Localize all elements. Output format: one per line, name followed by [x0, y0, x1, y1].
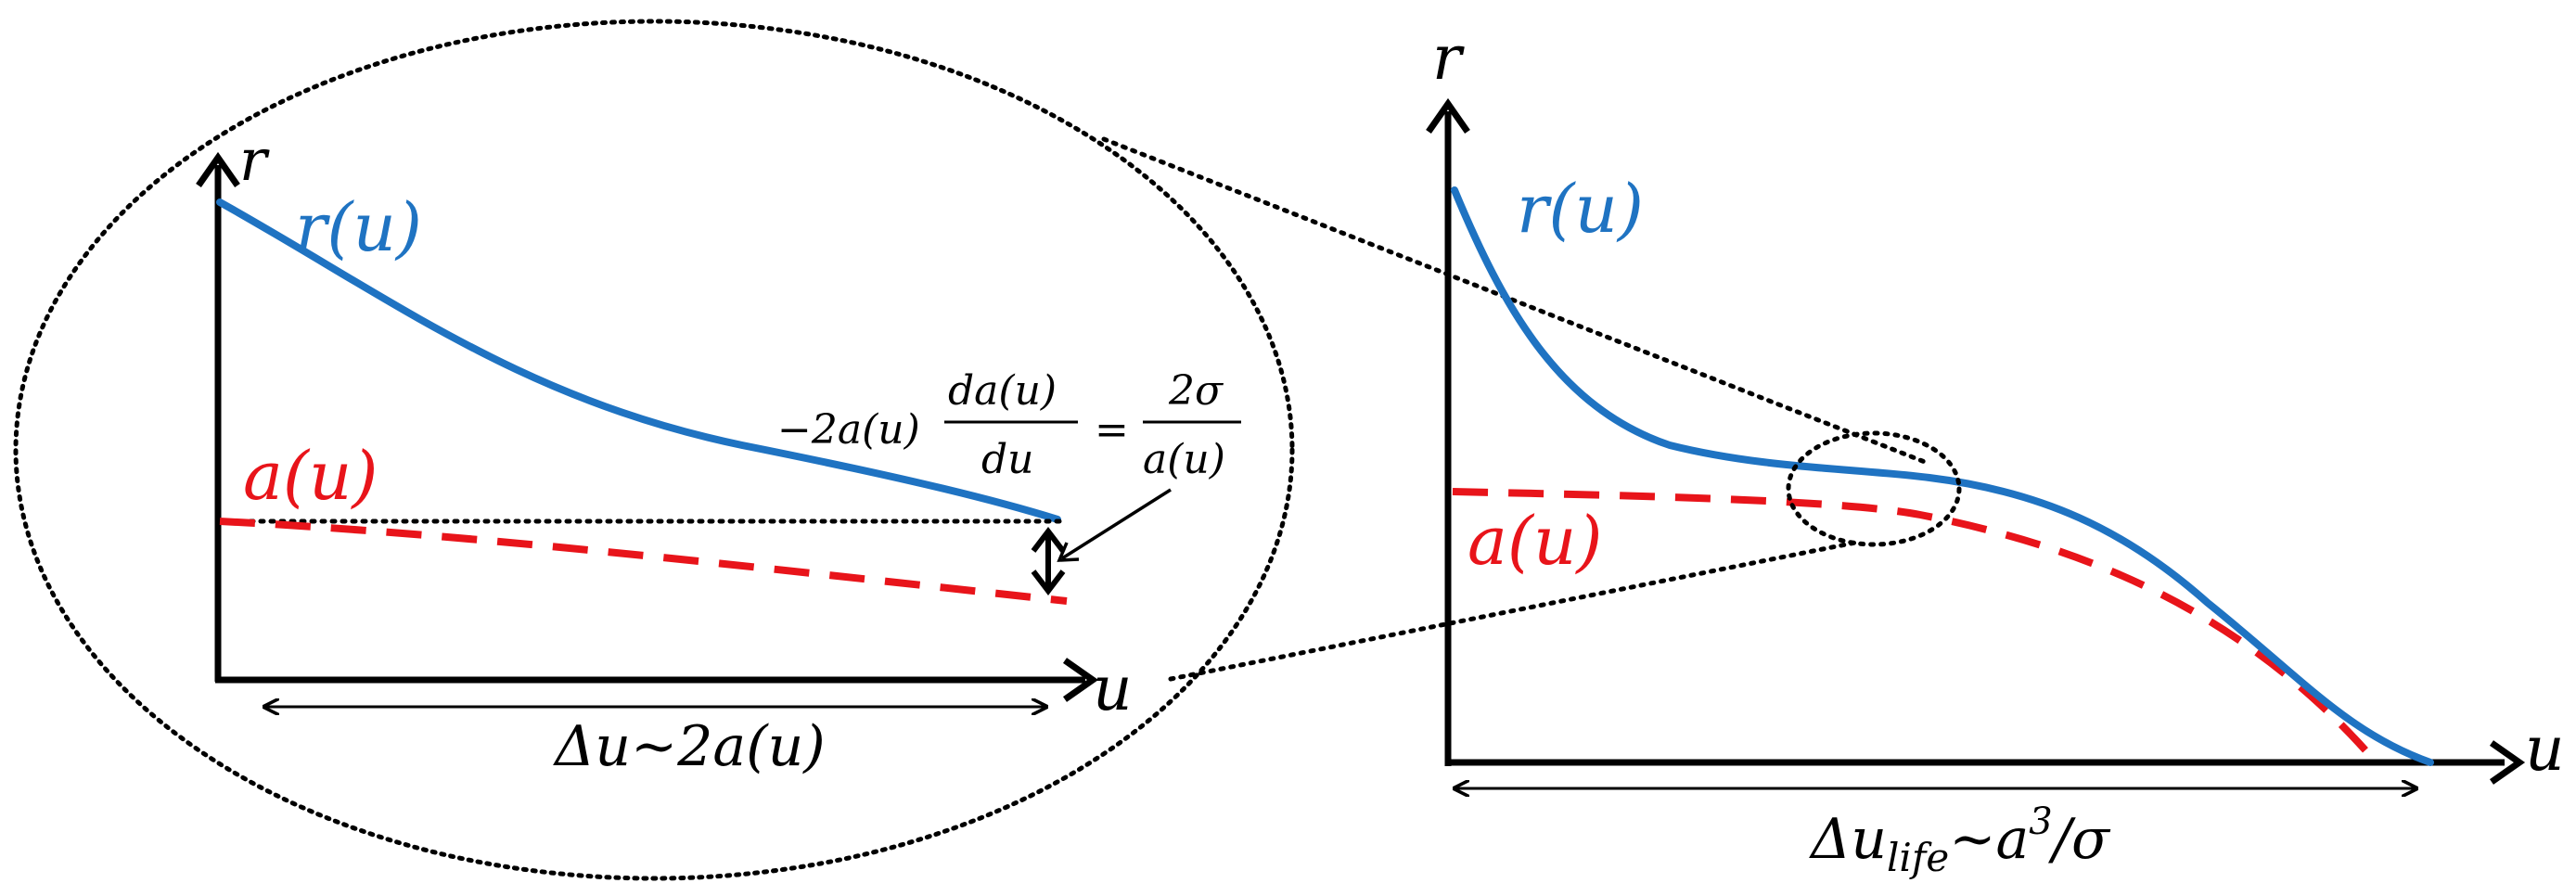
zoom-equation-pointer-head [1057, 542, 1080, 562]
zoom-y-axis-arrowhead [196, 151, 240, 188]
zoom-r-curve [216, 198, 1061, 523]
zoom-gap-arrow-top [1031, 527, 1066, 553]
connector-top [1101, 136, 1932, 467]
equation-frac1-denominator: du [981, 436, 1034, 483]
equation-frac1-numerator: da(u) [948, 367, 1057, 415]
main-y-axis-label: r [1432, 22, 1465, 94]
main-x-axis-label: u [2525, 713, 2565, 785]
equation-equals: = [1095, 406, 1129, 454]
connector-bottom [1168, 540, 1858, 682]
main-interval-label-tail: /σ [2048, 807, 2111, 872]
zoom-r-curve-label: r(u) [295, 188, 422, 266]
main-x-axis-arrowhead [2489, 740, 2526, 785]
zoom-x-axis-label: u [1093, 653, 1133, 724]
zoom-equation: −2a(u) da(u) du = 2σ a(u) [777, 367, 1241, 483]
main-a-curve [1452, 488, 2378, 763]
zoom-ellipse [13, 19, 1295, 881]
main-a-curve-label: a(u) [1467, 502, 1602, 580]
equation-frac2-denominator: a(u) [1143, 436, 1225, 483]
zoom-interval-label: Δu~2a(u) [553, 714, 826, 779]
main-interval-label: Δulife~a3/σ [1809, 800, 2111, 880]
equation-frac2-numerator: 2σ [1168, 367, 1224, 415]
zoom-connectors [1101, 136, 1932, 682]
main-panel: r u a(u) r(u) Δulife~a3/σ [1426, 22, 2565, 880]
zoom-y-axis-label: r [239, 126, 270, 194]
main-zoom-region [1786, 430, 1962, 547]
main-r-curve [1451, 186, 2434, 766]
zoom-a-curve [219, 518, 1068, 605]
zoom-a-curve-label: a(u) [243, 437, 378, 515]
zoom-x-axis-arrowhead [1062, 658, 1099, 702]
zoom-equation-pointer [1061, 488, 1172, 560]
main-interval-label-sup: 3 [2029, 800, 2052, 843]
main-interval-label-base: Δu [1809, 807, 1887, 872]
equation-lhs-prefix: −2a(u) [777, 406, 920, 454]
main-interval-label-sub: life [1887, 835, 1949, 880]
main-y-axis-arrowhead [1426, 97, 1470, 134]
zoom-gap-arrow-bottom [1031, 570, 1066, 595]
zoom-panel: r u r(u) a(u) −2a(u) da(u) du = 2σ a(u) [13, 19, 1295, 881]
main-r-curve-label: r(u) [1517, 170, 1644, 248]
main-interval-label-rest: ~a [1949, 807, 2029, 872]
